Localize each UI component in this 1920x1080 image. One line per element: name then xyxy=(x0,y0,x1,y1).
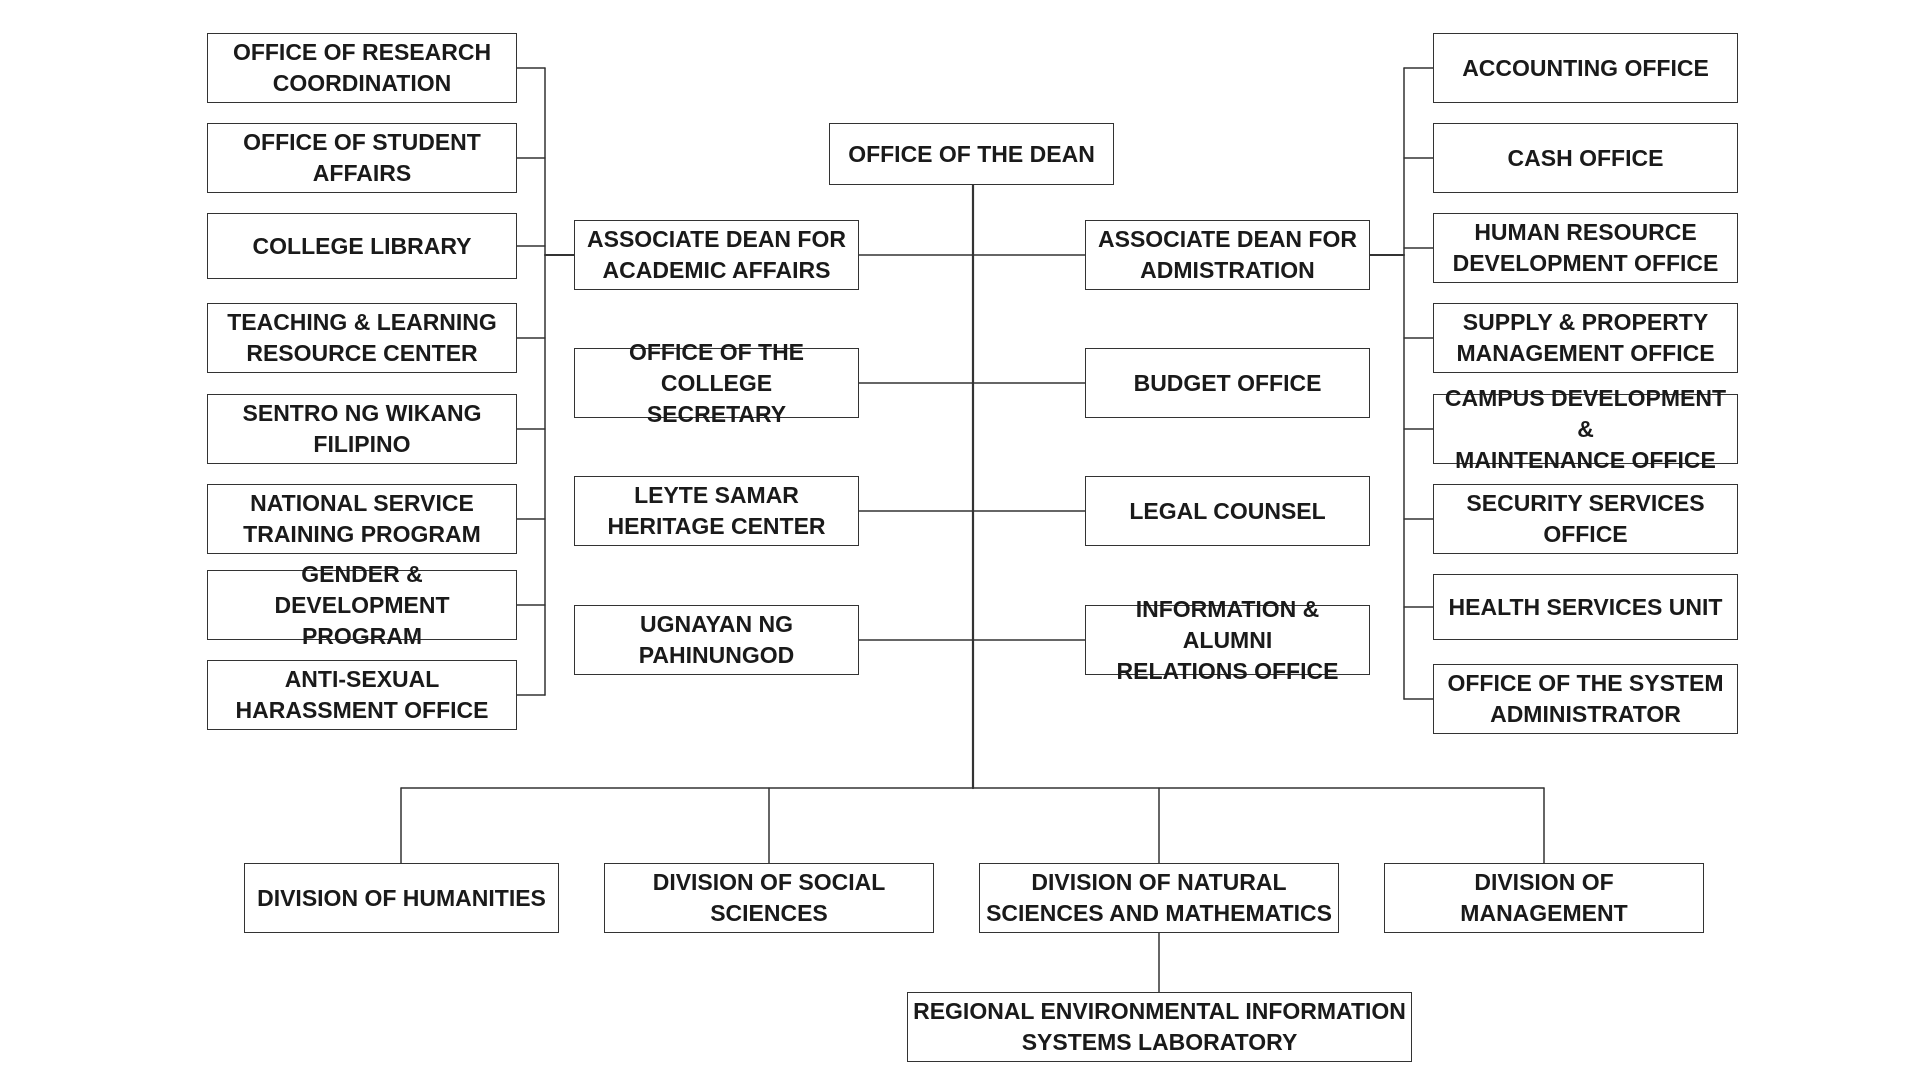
gender-development-program: GENDER & DEVELOPMENT PROGRAM xyxy=(207,561,517,649)
office-of-the-dean: OFFICE OF THE DEAN xyxy=(829,123,1114,185)
supply-property-management-office: SUPPLY & PROPERTY MANAGEMENT OFFICE xyxy=(1433,303,1738,373)
associate-dean-administration: ASSOCIATE DEAN FOR ADMISTRATION xyxy=(1085,220,1370,290)
sentro-ng-wikang-filipino: SENTRO NG WIKANG FILIPINO xyxy=(207,394,517,464)
office-of-the-system-administrator: OFFICE OF THE SYSTEM ADMINISTRATOR xyxy=(1433,664,1738,734)
campus-development-maintenance-office: CAMPUS DEVELOPMENT & MAINTENANCE OFFICE xyxy=(1433,385,1738,473)
anti-sexual-harassment-office: ANTI-SEXUAL HARASSMENT OFFICE xyxy=(207,660,517,730)
legal-counsel: LEGAL COUNSEL xyxy=(1085,476,1370,546)
national-service-training-program: NATIONAL SERVICE TRAINING PROGRAM xyxy=(207,484,517,554)
regional-environmental-information-systems-laboratory: REGIONAL ENVIRONMENTAL INFORMATION SYSTE… xyxy=(907,992,1412,1062)
college-library: COLLEGE LIBRARY xyxy=(207,213,517,279)
office-of-research-coordination: OFFICE OF RESEARCH COORDINATION xyxy=(207,33,517,103)
office-of-the-college-secretary: OFFICE OF THE COLLEGE SECRETARY xyxy=(574,339,859,427)
division-of-humanities: DIVISION OF HUMANITIES xyxy=(244,863,559,933)
division-of-natural-sciences-and-mathematics: DIVISION OF NATURAL SCIENCES AND MATHEMA… xyxy=(979,863,1339,933)
human-resource-development-office: HUMAN RESOURCE DEVELOPMENT OFFICE xyxy=(1433,213,1738,283)
ugnayan-ng-pahinungod: UGNAYAN NG PAHINUNGOD xyxy=(574,605,859,675)
accounting-office: ACCOUNTING OFFICE xyxy=(1433,33,1738,103)
division-of-social-sciences: DIVISION OF SOCIAL SCIENCES xyxy=(604,863,934,933)
division-of-management: DIVISION OF MANAGEMENT xyxy=(1384,863,1704,933)
associate-dean-academic-affairs: ASSOCIATE DEAN FOR ACADEMIC AFFAIRS xyxy=(574,220,859,290)
information-alumni-relations-office: INFORMATION & ALUMNI RELATIONS OFFICE xyxy=(1085,596,1370,684)
teaching-learning-resource-center: TEACHING & LEARNING RESOURCE CENTER xyxy=(207,303,517,373)
leyte-samar-heritage-center: LEYTE SAMAR HERITAGE CENTER xyxy=(574,476,859,546)
budget-office: BUDGET OFFICE xyxy=(1085,348,1370,418)
office-of-student-affairs: OFFICE OF STUDENT AFFAIRS xyxy=(207,123,517,193)
security-services-office: SECURITY SERVICES OFFICE xyxy=(1433,484,1738,554)
health-services-unit: HEALTH SERVICES UNIT xyxy=(1433,574,1738,640)
cash-office: CASH OFFICE xyxy=(1433,123,1738,193)
